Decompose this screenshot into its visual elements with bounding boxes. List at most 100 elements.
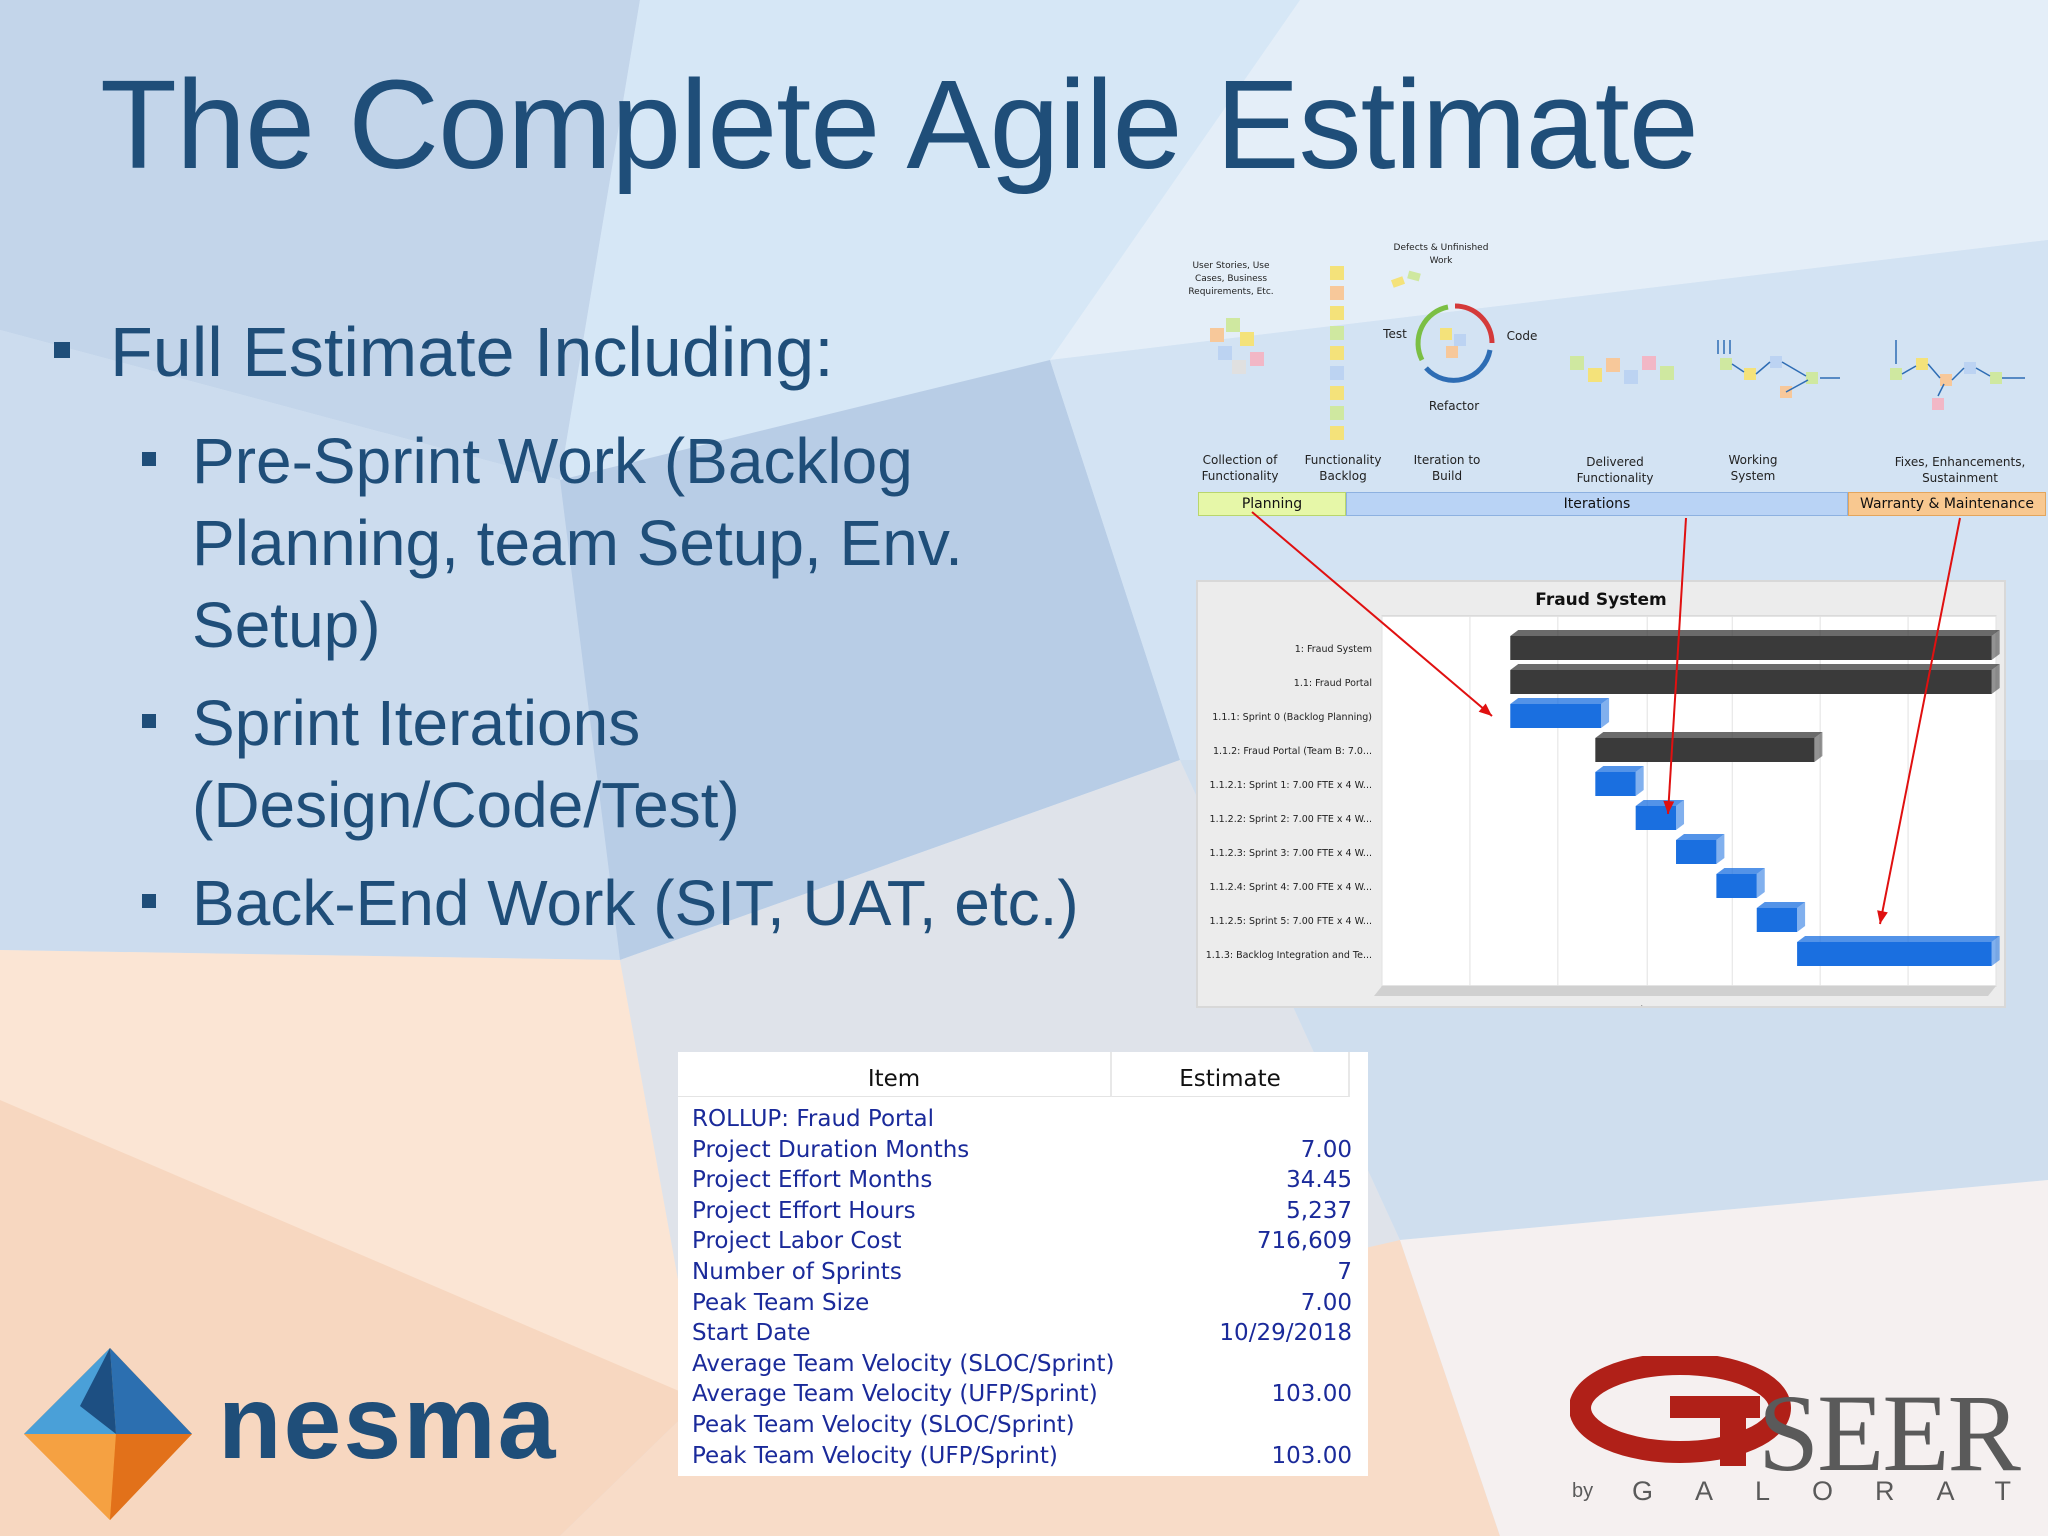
arrowhead-icon [1877,910,1888,924]
task-label: 1.1: Fraud Portal [1294,678,1372,689]
row-estimate: 7.00 [1300,1289,1352,1316]
label-refactor: Refactor [1428,399,1480,413]
task-label: 1.1.2: Fraud Portal (Team B: 7.0... [1213,746,1372,757]
label-code: Code [1506,329,1538,343]
seer-logo-icon [1570,1356,1791,1466]
table-row: Peak Team Velocity (SLOC/Sprint) [692,1412,1352,1442]
row-estimate: 103.00 [1271,1381,1352,1408]
x-tick-label: Jun [1811,1005,1828,1006]
row-item: Number of Sprints [692,1259,902,1285]
x-tick-label: Aug [1898,1005,1918,1006]
stage-iteration: Iteration to Build [1413,453,1481,483]
x-tick-label: Oct [1461,1005,1478,1006]
gantt-plot: Aug '18OctDecFeb '19AprJunAugOct1: Fraud… [1206,615,2004,1006]
stage-delivered: Delivered Functionality [1576,455,1654,485]
row-estimate: 103.00 [1271,1442,1352,1469]
row-item: Peak Team Velocity (UFP/Sprint) [692,1442,1058,1469]
row-estimate: 7.00 [1300,1136,1352,1163]
row-estimate: 7 [1337,1259,1352,1285]
seer-by-text: by [1572,1480,1594,1502]
task-label: 1.1.3: Backlog Integration and Te... [1206,950,1372,961]
column-header-estimate: Estimate [1112,1052,1350,1097]
nesma-wordmark: nesma [218,1365,558,1481]
row-item: Average Team Velocity (SLOC/Sprint) [692,1350,1115,1377]
table-row: Peak Team Size 7.00 [692,1290,1352,1320]
nesma-logo-icon [24,1348,192,1520]
sub-bullet-text: Sprint Iterations (Design/Code/Test) [192,687,740,841]
row-item: Peak Team Size [692,1289,870,1316]
row-item: Average Team Velocity (UFP/Sprint) [692,1381,1098,1408]
table-row: ROLLUP: Fraud Portal [692,1106,1352,1136]
gantt-bar [1676,834,1725,864]
row-estimate: 5,237 [1286,1197,1352,1224]
plot-floor [1374,986,1996,996]
bullet-square-icon [142,452,156,466]
gantt-bar [1595,732,1823,762]
x-tick-label: Oct [1987,1005,2004,1006]
table-row: Project Effort Hours 5,237 [692,1198,1352,1228]
table-row: Peak Team Velocity (UFP/Sprint) 103.00 [692,1443,1352,1473]
row-item: ROLLUP: Fraud Portal [692,1106,935,1132]
row-item: Project Duration Months [692,1136,970,1163]
phase-iterations: Iterations [1346,492,1848,516]
bullet-main-text: Full Estimate Including: [110,313,834,391]
sticky-notes-backlog-icon [1330,266,1352,442]
slide-title: The Complete Agile Estimate [100,54,1699,195]
row-item: Project Effort Months [692,1167,933,1194]
row-estimate: 716,609 [1256,1228,1352,1255]
row-item: Project Labor Cost [692,1228,902,1255]
arrowhead-icon [1478,703,1492,716]
gantt-bar [1510,698,1610,728]
row-item: Project Effort Hours [692,1197,916,1224]
task-label: 1.1.2.2: Sprint 2: 7.00 FTE x 4 W... [1210,814,1372,825]
table-row: Average Team Velocity (UFP/Sprint) 103.00 [692,1381,1352,1411]
gantt-bar [1716,868,1765,898]
stage-working-system: Working System [1728,453,1778,483]
gantt-bar [1595,766,1644,796]
row-item: Peak Team Velocity (SLOC/Sprint) [692,1412,1075,1438]
row-estimate: 10/29/2018 [1219,1320,1352,1347]
phase-planning: Planning [1198,492,1346,516]
bullet-square-icon [142,714,156,728]
red-arrow-line [1879,517,1961,925]
table-row: Average Team Velocity (SLOC/Sprint) [692,1351,1352,1381]
gantt-bar [1510,630,2000,660]
gantt-bar [1797,936,2000,966]
row-item: Start Date [692,1320,811,1347]
label-test: Test [1383,327,1407,341]
x-tick-label: Apr [1724,1005,1742,1006]
task-label: 1.1.2.1: Sprint 1: 7.00 FTE x 4 W... [1210,780,1372,791]
iteration-cycle-icon [1415,303,1495,383]
table-row: Project Duration Months 7.00 [692,1137,1352,1167]
sub-bullet-text: Pre-Sprint Work (Backlog Planning, team … [192,425,963,661]
gantt-bar [1756,902,1806,932]
sub-bullet-text: Back-End Work (SIT, UAT, etc.) [192,867,1079,939]
row-estimate: 34.45 [1286,1167,1352,1194]
arrowhead-icon [1663,800,1675,814]
task-label: 1.1.2.4: Sprint 4: 7.00 FTE x 4 W... [1210,882,1372,893]
red-arrow-line [1251,511,1493,717]
defect-notes-icon [1390,270,1421,288]
agile-process-diagram: User Stories, Use Cases, Business Requir… [1188,238,2046,516]
stage-collection: Collection of Functionality [1201,453,1279,483]
x-tick-label: Feb '19 [1629,1005,1665,1006]
table-row: Number of Sprints 7 [692,1259,1352,1289]
column-header-item: Item [678,1052,1112,1097]
label-defects: Defects & Unfinished Work [1393,243,1489,266]
red-arrow-line [1667,517,1687,815]
gantt-title: Fraud System [1535,590,1667,610]
gantt-chart: Fraud System Aug '18OctDecFeb '19AprJunA… [1196,580,2006,1008]
x-tick-label: Dec [1548,1005,1567,1006]
galorath-wordmark: GALORATH [1632,1476,2048,1506]
task-label: 1.1.2.5: Sprint 5: 7.00 FTE x 4 W... [1210,916,1372,927]
table-row: Start Date 10/29/2018 [692,1320,1352,1350]
gantt-bar [1510,664,2000,694]
sticky-notes-collection-icon [1210,318,1280,378]
sticky-notes-delivered-icon [1570,348,1680,398]
phase-warranty: Warranty & Maintenance [1848,492,2046,516]
table-row: Project Labor Cost 716,609 [692,1228,1352,1258]
bullet-square-icon [142,894,156,908]
stage-fixes: Fixes, Enhancements, Sustainment [1894,455,2026,485]
